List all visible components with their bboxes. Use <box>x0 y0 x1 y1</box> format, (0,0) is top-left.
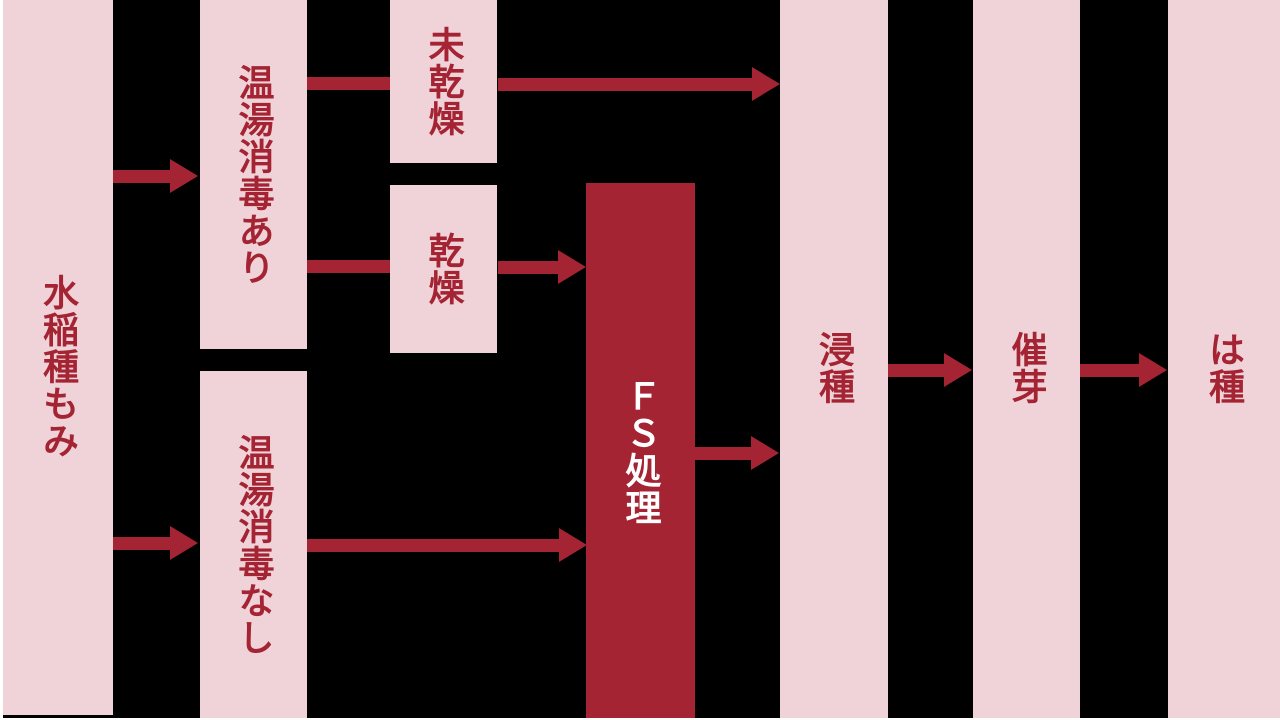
node-fs: ＦＳ処理 <box>586 183 695 720</box>
node-momi: 水稲種もみ <box>3 0 113 715</box>
arrow-shaft <box>888 363 944 377</box>
edge-momi-to-onto-ari <box>113 159 198 193</box>
edge-onto-ari-to-mikansou <box>307 77 390 90</box>
node-onto-nashi: 温湯消毒なし <box>200 371 307 718</box>
arrow-shaft <box>498 77 752 91</box>
node-mikansou-label: 未乾燥 <box>423 26 465 137</box>
edge-fs-to-shinshu <box>695 436 779 470</box>
node-shinshu: 浸種 <box>780 0 888 718</box>
node-onto-ari-label: 温湯消毒あり <box>233 63 275 286</box>
node-saiga: 催芽 <box>973 0 1080 718</box>
edge-mikansou-to-shinshu <box>498 67 780 101</box>
arrow-shaft <box>695 446 751 460</box>
arrow-shaft <box>1080 363 1139 377</box>
left-edge-strip <box>0 0 3 720</box>
node-kansou: 乾燥 <box>390 185 497 353</box>
edge-saiga-to-hashu <box>1080 353 1167 387</box>
edge-onto-nashi-to-fs <box>307 528 587 562</box>
node-onto-nashi-label: 温湯消毒なし <box>233 433 275 656</box>
arrow-shaft <box>498 260 558 274</box>
arrowhead-right-icon <box>170 526 198 560</box>
edge-shinshu-to-saiga <box>888 353 972 387</box>
node-kansou-label: 乾燥 <box>423 232 465 306</box>
arrowhead-right-icon <box>170 159 198 193</box>
bottom-edge-strip <box>0 718 1280 720</box>
arrowhead-right-icon <box>751 436 779 470</box>
arrowhead-right-icon <box>558 250 586 284</box>
node-fs-label: ＦＳ処理 <box>620 377 662 526</box>
arrowhead-right-icon <box>559 528 587 562</box>
arrow-shaft <box>113 536 170 550</box>
node-mikansou: 未乾燥 <box>390 0 497 163</box>
arrow-shaft <box>307 538 559 552</box>
node-momi-label: 水稲種もみ <box>38 274 79 459</box>
node-onto-ari: 温湯消毒あり <box>200 0 307 349</box>
edge-kansou-to-fs <box>498 250 586 284</box>
arrowhead-right-icon <box>944 353 972 387</box>
arrowhead-right-icon <box>1139 353 1167 387</box>
node-saiga-label: 催芽 <box>1006 331 1048 405</box>
node-shinshu-label: 浸種 <box>814 331 855 405</box>
edge-onto-ari-to-kansou <box>307 260 390 273</box>
node-hashu-label: は種 <box>1204 331 1245 405</box>
arrow-shaft <box>113 169 170 183</box>
arrowhead-right-icon <box>752 67 780 101</box>
edge-momi-to-onto-nashi <box>113 526 198 560</box>
node-hashu: は種 <box>1168 0 1280 718</box>
